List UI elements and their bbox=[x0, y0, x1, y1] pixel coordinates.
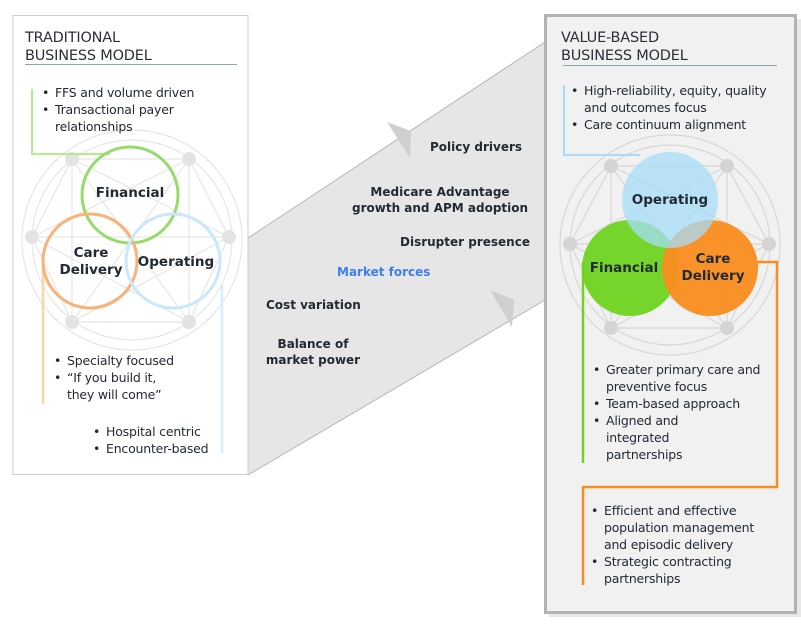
connector-care-right bbox=[581, 260, 779, 585]
circle-care-outline bbox=[41, 212, 139, 310]
force-medicare-line2: growth and APM adoption bbox=[352, 201, 529, 215]
value-based-title-line1: VALUE-BASED bbox=[561, 30, 659, 46]
arrowhead-top-icon bbox=[387, 122, 411, 158]
connector-financial-left bbox=[31, 89, 110, 155]
value-based-care-label-line1: Care bbox=[695, 251, 731, 267]
value-based-operating-bullets: High-reliability, equity, quality and ou… bbox=[571, 82, 781, 133]
list-item: Specialty focused bbox=[54, 352, 204, 369]
connector-operating-right bbox=[563, 85, 640, 156]
value-based-financial-label: Financial bbox=[589, 260, 659, 276]
list-item: High-reliability, equity, quality and ou… bbox=[571, 82, 781, 116]
force-medicare-advantage: Medicare Advantage growth and APM adopti… bbox=[352, 184, 528, 216]
band-bottom-edge bbox=[247, 299, 546, 476]
traditional-operating-bullets: Hospital centric Encounter-based bbox=[93, 423, 223, 457]
value-based-care-label: Care Delivery bbox=[666, 251, 760, 285]
value-based-title-rule bbox=[563, 65, 777, 66]
value-based-operating-label: Operating bbox=[631, 192, 709, 208]
traditional-financial-bullets: FFS and volume driven Transactional paye… bbox=[42, 84, 232, 135]
traditional-care-bullets: Specialty focused “If you build it, they… bbox=[54, 352, 204, 403]
force-cost-variation: Cost variation bbox=[266, 298, 361, 312]
circle-operating-outline bbox=[124, 212, 222, 310]
market-forces-heading: Market forces bbox=[337, 265, 431, 279]
network-nodes-left bbox=[25, 152, 236, 329]
band-top-edge bbox=[247, 41, 546, 239]
arrowhead-bottom-icon bbox=[490, 290, 514, 327]
list-item: Aligned and integrated partnerships bbox=[593, 412, 691, 463]
list-item: Transactional payer relationships bbox=[42, 101, 175, 135]
value-based-title: VALUE-BASED BUSINESS MODEL bbox=[561, 29, 688, 65]
traditional-care-label-line2: Delivery bbox=[59, 262, 123, 278]
value-based-financial-bullets: Greater primary care and preventive focu… bbox=[593, 361, 763, 463]
force-medicare-line1: Medicare Advantage bbox=[370, 185, 510, 199]
list-item: Team-based approach bbox=[593, 395, 763, 412]
list-item: Hospital centric bbox=[93, 423, 223, 440]
list-item: FFS and volume driven bbox=[42, 84, 232, 101]
traditional-care-label: Care Delivery bbox=[44, 245, 138, 279]
list-item: Efficient and effective population manag… bbox=[591, 502, 771, 553]
list-item: Greater primary care and preventive focu… bbox=[593, 361, 763, 395]
traditional-title-line2: BUSINESS MODEL bbox=[25, 48, 152, 64]
force-balance-line1: Balance of bbox=[277, 337, 349, 351]
traditional-financial-label: Financial bbox=[95, 185, 165, 201]
traditional-title-rule bbox=[25, 64, 237, 65]
list-item: Encounter-based bbox=[93, 440, 223, 457]
circle-operating-filled bbox=[622, 152, 718, 248]
value-based-care-label-line2: Delivery bbox=[681, 268, 745, 284]
network-nodes-right bbox=[563, 159, 776, 335]
force-balance-market-power: Balance of market power bbox=[260, 336, 366, 368]
list-item: Strategic contracting partnerships bbox=[591, 553, 754, 587]
value-based-title-line2: BUSINESS MODEL bbox=[561, 48, 688, 64]
list-item: “If you build it, they will come” bbox=[54, 369, 172, 403]
force-disrupter-presence: Disrupter presence bbox=[400, 235, 530, 249]
traditional-care-label-line1: Care bbox=[73, 245, 109, 261]
force-policy-drivers: Policy drivers bbox=[430, 140, 523, 154]
value-based-care-bullets: Efficient and effective population manag… bbox=[591, 502, 771, 587]
list-item: Care continuum alignment bbox=[571, 116, 781, 133]
traditional-title-line1: TRADITIONAL bbox=[25, 30, 120, 46]
traditional-operating-label: Operating bbox=[137, 254, 215, 270]
traditional-title: TRADITIONAL BUSINESS MODEL bbox=[25, 29, 152, 65]
transition-band bbox=[248, 42, 545, 475]
force-balance-line2: market power bbox=[265, 353, 361, 367]
